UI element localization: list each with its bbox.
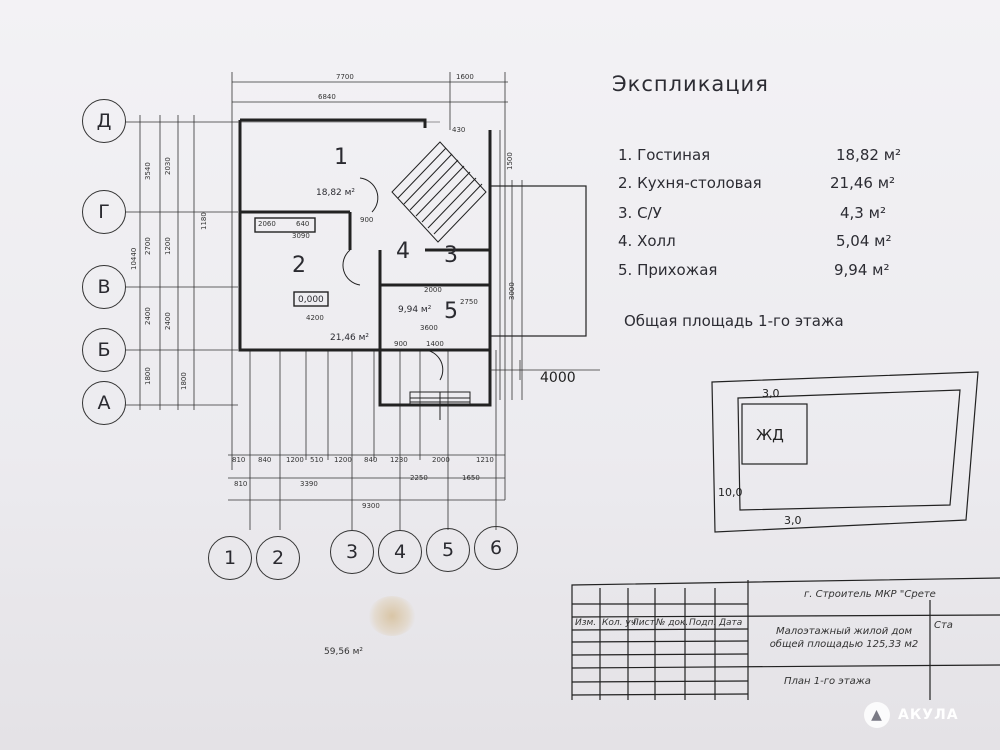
room-area-label: 18,82 м² bbox=[316, 188, 355, 198]
dim-label: 2250 bbox=[410, 474, 428, 482]
axis-letter: Б bbox=[82, 328, 126, 372]
title-block-header: Подп. bbox=[689, 618, 716, 628]
site-dim-label: 3,0 bbox=[784, 514, 802, 527]
room-name: 4. Холл bbox=[618, 232, 676, 250]
watermark-logo: ▲ АКУЛА bbox=[864, 702, 959, 728]
dim-label: 510 bbox=[310, 456, 323, 464]
dim-label: 840 bbox=[364, 456, 377, 464]
room-number: 5 bbox=[444, 299, 458, 324]
dim-label: 1200 bbox=[286, 456, 304, 464]
room-number: 1 bbox=[334, 145, 348, 170]
dim-label: 4200 bbox=[306, 314, 324, 322]
dim-label: 3000 bbox=[508, 282, 516, 300]
dim-label: 2000 bbox=[424, 286, 442, 294]
dim-label: 2060 bbox=[258, 220, 276, 228]
site-boundary bbox=[711, 371, 979, 533]
axis-number: 1 bbox=[208, 536, 252, 580]
title-block-project: Малоэтажный жилой дом общей площадью 125… bbox=[769, 626, 919, 650]
title-block-header: Дата bbox=[718, 618, 742, 628]
room-area-label: 21,46 м² bbox=[330, 333, 369, 343]
dim-label: 810 bbox=[232, 456, 245, 464]
axis-letter: В bbox=[82, 265, 126, 309]
room-name: 2. Кухня-столовая bbox=[618, 174, 762, 192]
dim-label: 1800 bbox=[180, 372, 188, 390]
dim-label: 2750 bbox=[460, 298, 478, 306]
dim-label: 1180 bbox=[200, 212, 208, 230]
dim-label: 900 bbox=[360, 216, 373, 224]
overall-area-label: 59,56 м² bbox=[324, 647, 364, 657]
site-house-label: ЖД bbox=[756, 426, 784, 444]
axis-number: 3 bbox=[330, 530, 374, 574]
dim-label: 1800 bbox=[144, 367, 152, 385]
axis-number: 5 bbox=[426, 528, 470, 572]
explication-title: Экспликация bbox=[612, 72, 769, 96]
room-area: 18,82 м² bbox=[836, 146, 902, 164]
dim-label: 1200 bbox=[334, 456, 352, 464]
dim-label: 1400 bbox=[426, 340, 444, 348]
room-name: 3. С/У bbox=[618, 204, 662, 222]
title-block-header: Изм. bbox=[575, 618, 596, 628]
dim-label: 1230 bbox=[390, 456, 408, 464]
dim-label: 1200 bbox=[164, 237, 172, 255]
watermark-text: АКУЛА bbox=[898, 707, 959, 723]
dim-label: 1210 bbox=[476, 456, 494, 464]
room-area-label: 9,94 м² bbox=[398, 305, 432, 315]
axis-letter: Г bbox=[82, 190, 126, 234]
axis-letter: А bbox=[82, 381, 126, 425]
room-name: 5. Прихожая bbox=[618, 261, 718, 279]
dim-label: 900 bbox=[394, 340, 407, 348]
dim-label: 3090 bbox=[292, 232, 310, 240]
site-dim-label: 3,0 bbox=[762, 387, 780, 400]
title-block-sheet: План 1-го этажа bbox=[784, 676, 871, 687]
room-number: 4 bbox=[396, 239, 410, 264]
dim-label: 7700 bbox=[336, 73, 354, 81]
room-area: 4,3 м² bbox=[840, 204, 886, 222]
dim-label: 3540 bbox=[144, 162, 152, 180]
dim-label: 1500 bbox=[506, 152, 514, 170]
room-area: 9,94 м² bbox=[834, 261, 890, 279]
dim-label: 3390 bbox=[300, 480, 318, 488]
dim-label: 810 bbox=[234, 480, 247, 488]
coffee-stain bbox=[368, 596, 416, 636]
dim-label: 640 bbox=[296, 220, 309, 228]
site-dim-label: 10,0 bbox=[718, 486, 743, 499]
axis-letter: Д bbox=[82, 99, 126, 143]
title-block-header: Кол. уч bbox=[602, 618, 636, 628]
dim-label: 2400 bbox=[144, 307, 152, 325]
room-area: 21,46 м² bbox=[830, 174, 896, 192]
dim-label: 6840 bbox=[318, 93, 336, 101]
dim-label: 430 bbox=[452, 126, 465, 134]
dim-label: 1650 bbox=[462, 474, 480, 482]
dim-label: 2000 bbox=[432, 456, 450, 464]
title-block-header: Лист bbox=[631, 618, 656, 628]
level-mark: 0,000 bbox=[298, 295, 324, 305]
title-block-stage: Ста bbox=[934, 620, 953, 631]
dim-label: 840 bbox=[258, 456, 271, 464]
title-block-header: № док. bbox=[655, 618, 688, 628]
title-block-location: г. Строитель МКР "Срете bbox=[804, 589, 936, 600]
axis-number: 4 bbox=[378, 530, 422, 574]
dim-label: 1600 bbox=[456, 73, 474, 81]
dim-label: 9300 bbox=[362, 502, 380, 510]
dim-label: 2030 bbox=[164, 157, 172, 175]
room-number: 3 bbox=[444, 243, 458, 268]
title-block-frame bbox=[571, 577, 1000, 700]
dim-label: 2400 bbox=[164, 312, 172, 330]
dim-label: 2700 bbox=[144, 237, 152, 255]
axis-number: 6 bbox=[474, 526, 518, 570]
room-area: 5,04 м² bbox=[836, 232, 892, 250]
shark-fin-icon: ▲ bbox=[864, 702, 890, 728]
axis-number: 2 bbox=[256, 536, 300, 580]
total-area-label: Общая площадь 1-го этажа bbox=[624, 312, 844, 330]
room-name: 1. Гостиная bbox=[618, 146, 711, 164]
room-number: 2 bbox=[292, 253, 306, 278]
dim-label: 10440 bbox=[130, 248, 138, 270]
dim-label: 3600 bbox=[420, 324, 438, 332]
porch-dim-label: 4000 bbox=[540, 370, 576, 386]
